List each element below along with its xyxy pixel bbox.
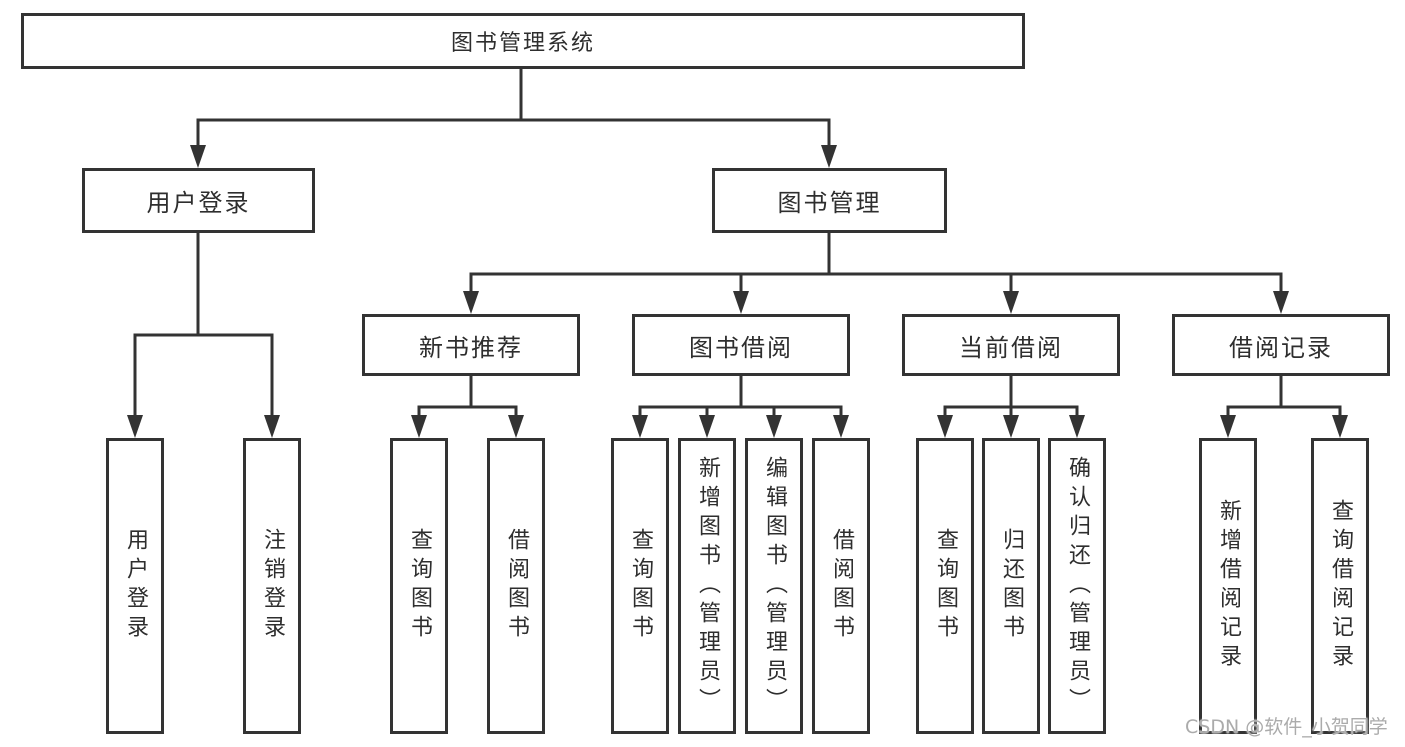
node-label: 图书借阅 xyxy=(689,333,793,362)
node-label: 借阅记录 xyxy=(1229,333,1333,362)
csdn-watermark: CSDN @软件_小贺同学 xyxy=(1185,716,1388,738)
node-label: 图书管理系统 xyxy=(450,31,595,56)
node-user-login-leaf: 用户登录 xyxy=(106,438,164,734)
node-label: 新增图书（管理员） xyxy=(695,455,720,717)
node-label: 查询图书 xyxy=(933,528,958,644)
connector-book-borrowing-children xyxy=(632,376,849,438)
node-query-borrow-record: 查询借阅记录 xyxy=(1311,438,1369,734)
node-book-management: 图书管理 xyxy=(712,168,947,233)
node-label: 用户登录 xyxy=(146,189,251,217)
connector-new-book-children xyxy=(411,376,524,438)
node-label: 借阅图书 xyxy=(504,528,529,644)
connector-user-login-children xyxy=(127,233,280,438)
node-library-system: 图书管理系统 xyxy=(21,13,1025,69)
connector-borrow-records-children xyxy=(1220,376,1348,438)
node-label: 注销登录 xyxy=(260,528,285,644)
connector-current-borrowing-children xyxy=(937,376,1085,438)
node-query-books-recommend: 查询图书 xyxy=(390,438,448,734)
node-label: 编辑图书（管理员） xyxy=(762,455,787,717)
connector-book-management-children xyxy=(463,233,1289,314)
node-book-borrowing: 图书借阅 xyxy=(632,314,850,376)
node-label: 图书管理 xyxy=(777,189,882,217)
node-label: 确认归还（管理员） xyxy=(1065,455,1090,717)
node-label: 借阅图书 xyxy=(829,528,854,644)
node-new-book-recommendation: 新书推荐 xyxy=(362,314,580,376)
node-logout: 注销登录 xyxy=(243,438,301,734)
node-add-borrow-record: 新增借阅记录 xyxy=(1199,438,1257,734)
node-borrow-book-recommend: 借阅图书 xyxy=(487,438,545,734)
node-user-login: 用户登录 xyxy=(82,168,315,233)
node-label: 查询借阅记录 xyxy=(1328,499,1353,673)
node-confirm-return-admin: 确认归还（管理员） xyxy=(1048,438,1106,734)
node-add-book-admin: 新增图书（管理员） xyxy=(678,438,736,734)
node-edit-book-admin: 编辑图书（管理员） xyxy=(745,438,803,734)
node-label: 查询图书 xyxy=(407,528,432,644)
node-query-books-current: 查询图书 xyxy=(916,438,974,734)
node-borrowing-records: 借阅记录 xyxy=(1172,314,1390,376)
node-label: 查询图书 xyxy=(628,528,653,644)
node-return-book: 归还图书 xyxy=(982,438,1040,734)
node-borrow-book: 借阅图书 xyxy=(812,438,870,734)
node-label: 归还图书 xyxy=(999,528,1024,644)
node-label: 新增借阅记录 xyxy=(1216,499,1241,673)
node-current-borrowing: 当前借阅 xyxy=(902,314,1120,376)
node-query-books-borrowing: 查询图书 xyxy=(611,438,669,734)
node-label: 当前借阅 xyxy=(959,333,1063,362)
connector-root-to-level2 xyxy=(190,69,837,168)
node-label: 用户登录 xyxy=(123,528,148,644)
node-label: 新书推荐 xyxy=(419,333,523,362)
